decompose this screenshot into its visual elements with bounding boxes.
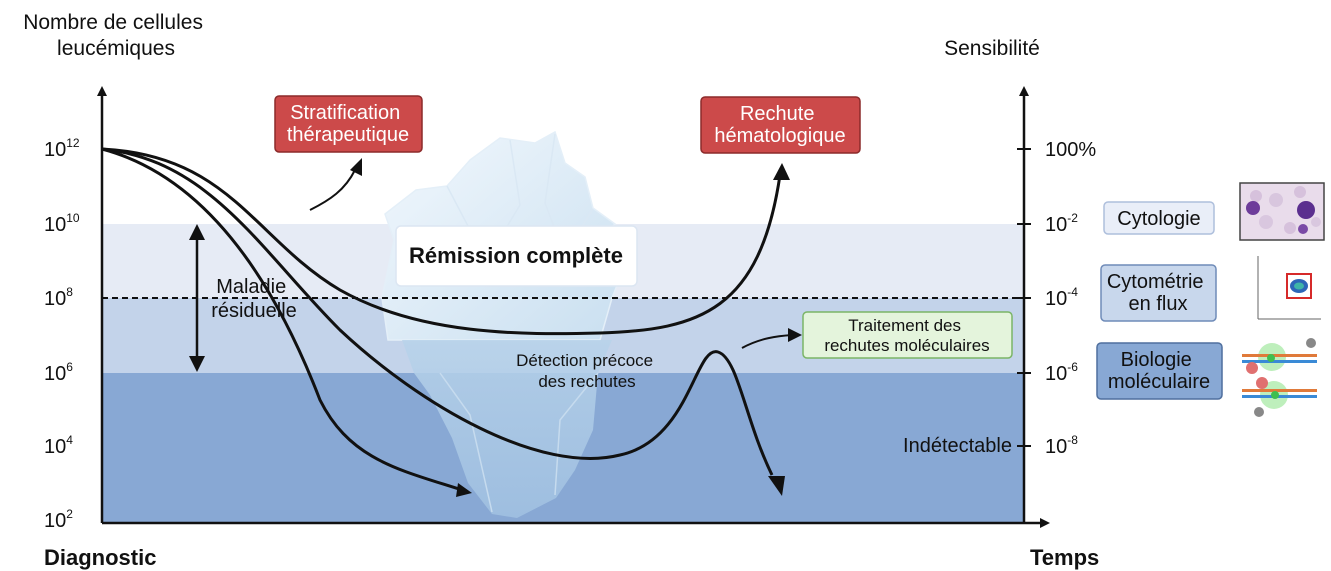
relapse-hematologic-curve <box>101 147 782 336</box>
svg-text:Rechute hématologique: Rechute hématologique <box>714 103 845 147</box>
molecular-biology-image <box>1242 338 1317 417</box>
svg-text:Traitement des rechutes: Traitement des rechutes moléculaires <box>824 316 989 355</box>
x-start-label: Diagnostic <box>44 545 156 570</box>
method-molecular-box: Biologie moléculaire <box>1096 342 1223 400</box>
method-cytology-box: Cytologie <box>1103 201 1215 235</box>
x-end-label: Temps <box>1030 545 1099 570</box>
left-tick-label: 1012 <box>44 136 80 161</box>
right-tick-label: 10-6 <box>1045 360 1078 385</box>
right-tick-label: 10-4 <box>1045 285 1078 310</box>
left-tick-label: 106 <box>44 360 73 385</box>
right-axis-tick-labels: 100% 10-2 10-4 10-6 10-8 <box>1045 139 1096 458</box>
arrowhead-down <box>768 476 785 496</box>
right-tick-label: 10-2 <box>1045 211 1078 236</box>
right-axis-ticks <box>1017 148 1031 447</box>
cytology-image <box>1239 182 1325 241</box>
connector-arrowheads <box>350 158 802 342</box>
stratification-box: Stratification thérapeutique <box>274 95 423 153</box>
remission-box: Rémission complète <box>395 225 638 287</box>
left-tick-label: 108 <box>44 285 73 310</box>
left-axis-title: Nombre de cellules leucémiques <box>23 11 209 60</box>
molecular-relapse-curve <box>101 147 774 476</box>
arrowhead-up <box>773 163 790 180</box>
right-axis-title: Sensibilité <box>944 37 1040 60</box>
arrowhead-right <box>456 483 472 497</box>
undetectable-label: Indétectable <box>903 435 1012 457</box>
svg-text:Stratification thérapeut: Stratification thérapeutique <box>287 102 409 146</box>
svg-text:Cytologie: Cytologie <box>1117 208 1200 230</box>
right-tick-label: 10-8 <box>1045 433 1078 458</box>
molecular-relapse-treatment-box: Traitement des rechutes moléculaires <box>802 311 1013 359</box>
svg-text:Biologie moléculaire: Biologie moléculaire <box>1108 349 1210 393</box>
flow-cytometry-plot <box>1257 256 1321 320</box>
disease-trajectories <box>101 147 782 492</box>
left-tick-label: 102 <box>44 507 73 532</box>
early-detection-label: Détection précoce des rechutes <box>516 351 658 391</box>
svg-text:Rémission complète: Rémission complète <box>409 243 623 268</box>
left-tick-label: 104 <box>44 433 73 458</box>
hematologic-relapse-box: Rechute hématologique <box>700 96 861 154</box>
residual-disease-range-arrow <box>189 224 205 372</box>
deep-response-curve <box>101 147 463 492</box>
trajectory-arrowheads <box>456 163 790 497</box>
left-tick-label: 1010 <box>44 211 80 236</box>
method-flow-cytometry-box: Cytométrie en flux <box>1100 264 1217 322</box>
right-tick-label: 100% <box>1045 139 1096 161</box>
left-axis-tick-labels: 1012 1010 108 106 104 102 <box>44 136 80 532</box>
svg-text:Cytométrie en flux: Cytométrie en flux <box>1107 271 1209 315</box>
